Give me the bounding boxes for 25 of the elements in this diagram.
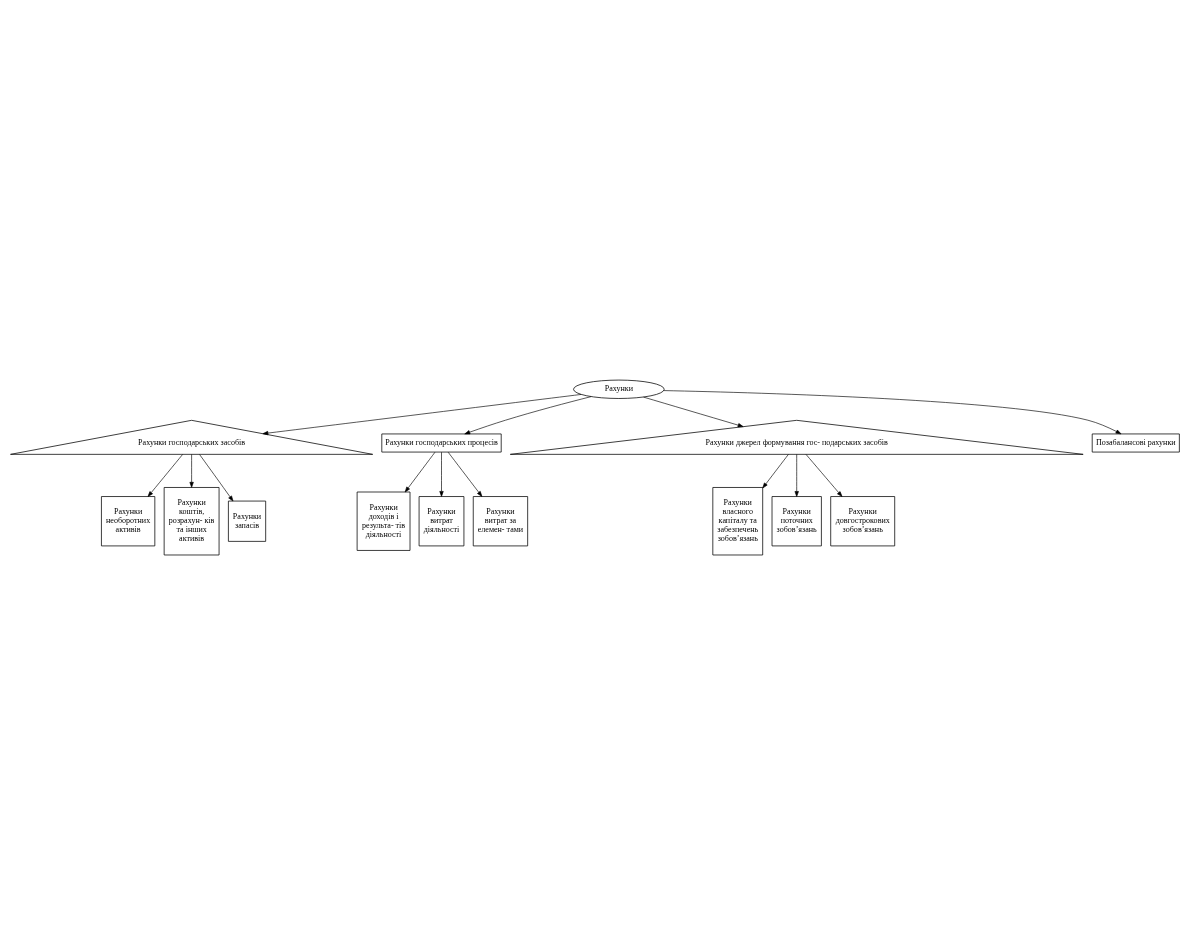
arrow xyxy=(262,394,582,436)
arrow xyxy=(643,396,744,428)
arrow xyxy=(404,451,436,493)
node-box: Рахунки витрат за елемен- тами xyxy=(472,496,529,547)
arrow xyxy=(794,454,799,497)
node-box: Рахунки необоротних активів xyxy=(101,496,156,547)
node-box: Рахунки запасів xyxy=(228,500,267,542)
node-box: Рахунки власного капіталу та забезпечень зобов’язань xyxy=(712,487,764,556)
arrow xyxy=(189,454,194,488)
arrow xyxy=(439,451,444,497)
node-box: Рахунки довгострокових зобов’язань xyxy=(830,496,896,547)
node-box: Рахунки коштів, розрахун- ків та інших активів xyxy=(163,487,220,556)
arrow xyxy=(147,454,183,497)
arrow xyxy=(663,390,1122,435)
arrow xyxy=(464,396,592,435)
arrow xyxy=(447,451,483,497)
node-box: Рахунки доходів і результа- тів діяльності xyxy=(356,491,411,551)
arrow xyxy=(199,454,234,502)
arrow xyxy=(762,454,789,489)
node-ellipse: Рахунки xyxy=(573,379,665,399)
node-box: Рахунки поточних зобов’язань xyxy=(771,496,822,547)
node-box: Позабалансові рахунки xyxy=(1091,433,1180,453)
arrow xyxy=(805,454,843,497)
node-box: Рахунки витрат діяльності xyxy=(418,496,465,547)
node-box: Рахунки господарських процесів xyxy=(381,433,502,453)
